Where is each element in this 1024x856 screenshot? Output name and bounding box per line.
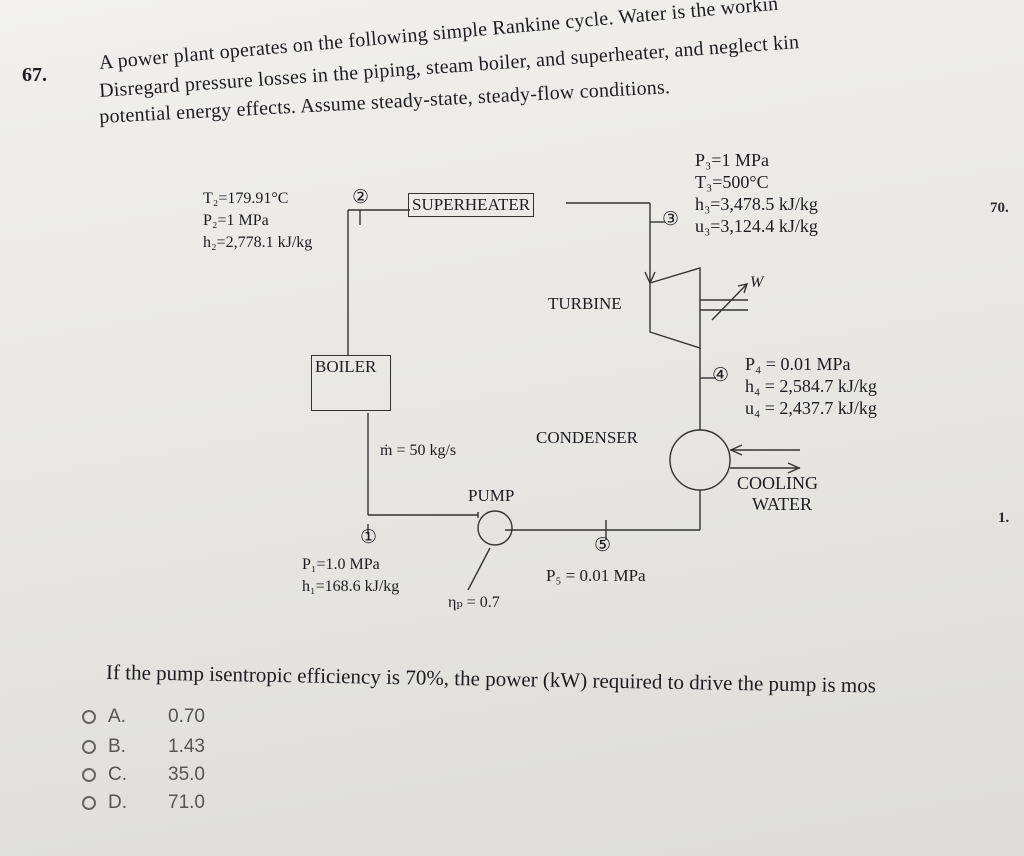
state-marker-2: ②	[352, 187, 370, 208]
turbine-label: TURBINE	[548, 294, 622, 313]
cooling-in-head	[729, 444, 743, 456]
cooling-label-2: WATER	[752, 494, 812, 514]
option-c[interactable]: C.35.0	[82, 764, 205, 786]
boiler-box: BOILER	[311, 355, 391, 411]
state2-h: h₂=2,778.1 kJ/kg	[203, 234, 313, 251]
option-b[interactable]: B.1.43	[82, 736, 205, 758]
state-marker-1: ①	[360, 527, 378, 548]
state3-u: u₃=3,124.4 kJ/kg	[695, 216, 818, 236]
state2-T: T₂=179.91°C	[203, 190, 289, 207]
state3-h: h₃=3,478.5 kJ/kg	[695, 194, 818, 214]
radio-icon[interactable]	[82, 767, 96, 782]
work-arrow	[711, 284, 747, 321]
state1-h: h₁=168.6 kJ/kg	[302, 578, 400, 595]
pump-body	[477, 510, 513, 546]
state-marker-5: ⑤	[594, 535, 612, 556]
work-arrow-head	[737, 283, 749, 294]
state3-P: P₃=1 MPa	[695, 150, 769, 170]
condenser-label: CONDENSER	[536, 428, 639, 447]
pump-efficiency: ηₚ = 0.7	[448, 594, 500, 611]
question-number: 67.	[22, 64, 47, 86]
state5-P: P₅ = 0.01 MPa	[546, 566, 646, 585]
superheater-box: SUPERHEATER	[408, 193, 535, 217]
state-marker-3: ③	[662, 209, 680, 230]
turbine-body	[649, 267, 701, 349]
state4-u: u₄ = 2,437.7 kJ/kg	[745, 398, 877, 418]
pump-label: PUMP	[468, 486, 515, 505]
work-label: W	[750, 274, 764, 291]
state4-h: h₄ = 2,584.7 kJ/kg	[745, 376, 877, 396]
state4-P: P₄ = 0.01 MPa	[745, 354, 851, 374]
side-number-1: 1.	[998, 510, 1010, 526]
option-a[interactable]: A.0.70	[82, 706, 205, 728]
mass-flow: ṁ = 50 kg/s	[380, 442, 457, 459]
state2-P: P₂=1 MPa	[203, 212, 269, 229]
side-number-70: 70.	[990, 200, 1009, 216]
radio-icon[interactable]	[82, 795, 96, 810]
state3-T: T₃=500°C	[695, 172, 769, 192]
state1-P: P₁=1.0 MPa	[302, 556, 380, 573]
pump-eff-pointer	[467, 547, 491, 591]
cooling-out-head	[787, 462, 801, 474]
radio-icon[interactable]	[82, 739, 96, 754]
option-d[interactable]: D.71.0	[82, 792, 205, 814]
radio-icon[interactable]	[82, 709, 96, 724]
condenser-body	[669, 429, 731, 491]
state-marker-4: ④	[712, 365, 730, 386]
cooling-label-1: COOLING	[737, 473, 818, 493]
